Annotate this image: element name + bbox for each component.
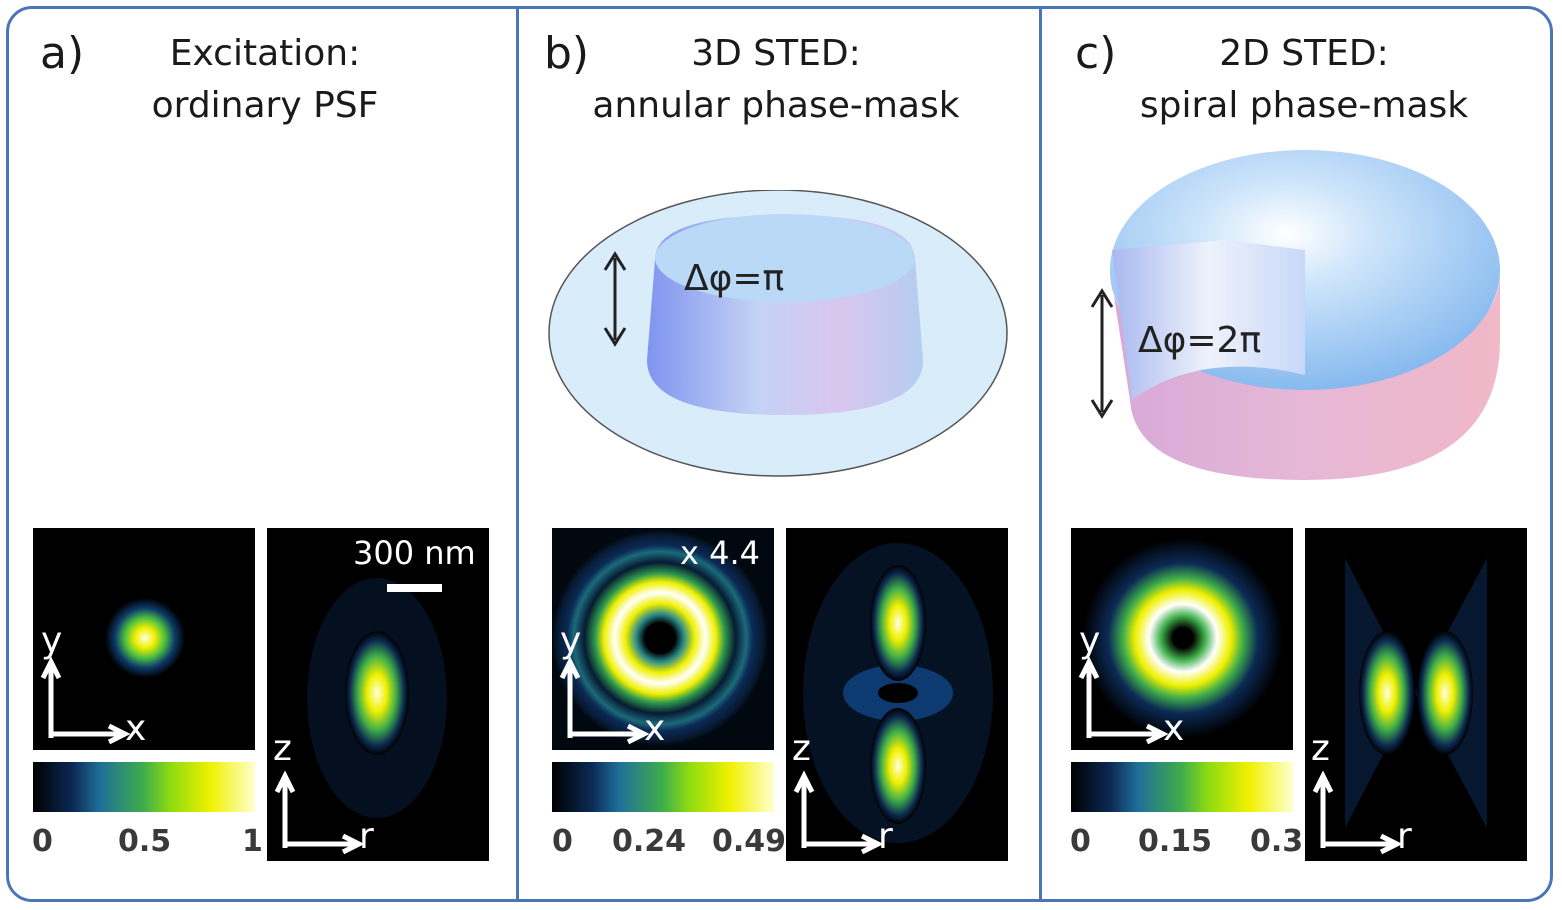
panel-b-colorbar xyxy=(552,762,774,812)
axis-z-label: z xyxy=(792,728,811,769)
annular-phase-mask xyxy=(548,190,1008,477)
axis-r-label: r xyxy=(878,816,893,857)
axis-x-label: x xyxy=(125,708,147,749)
colorbar-tick: 0 xyxy=(552,824,573,859)
panel-b-xy-image: x 4.4 y x xyxy=(552,528,774,750)
colorbar-tick: 0.3 xyxy=(1250,824,1304,859)
axis-x-label: x xyxy=(644,708,666,749)
colorbar-tick: 1 xyxy=(242,824,263,859)
spiral-phase-mask xyxy=(1090,150,1500,480)
axis-y-label: y xyxy=(1079,620,1101,661)
axis-z-label: z xyxy=(1311,728,1330,769)
panel-a-zr-image: 300 nm z r xyxy=(267,528,489,861)
figure-frame xyxy=(6,6,1553,902)
scale-bar-label: 300 nm xyxy=(353,534,476,572)
panel-b-zr-image: z r xyxy=(786,528,1008,861)
panel-b-letter: b) xyxy=(544,28,590,79)
panel-c-title: 2D STED: spiral phase-mask xyxy=(1104,28,1504,132)
panel-c-letter: c) xyxy=(1075,28,1117,79)
colorbar-tick: 0 xyxy=(1070,824,1091,859)
panel-a-xy-image: y x xyxy=(33,528,255,750)
axis-y-label: y xyxy=(41,620,63,661)
panel-a-title-line2: ordinary PSF xyxy=(151,85,379,126)
axis-z-label: z xyxy=(273,728,292,769)
panel-a-colorbar xyxy=(33,762,255,812)
panel-c-title-line1: 2D STED: xyxy=(1219,33,1389,74)
phase-delta-label: Δφ=2π xyxy=(1138,320,1262,361)
panel-a-title-line1: Excitation: xyxy=(169,33,361,74)
panel-b-title: 3D STED: annular phase-mask xyxy=(576,28,976,132)
gain-label: x 4.4 xyxy=(680,534,760,572)
axis-x-label: x xyxy=(1163,708,1185,749)
phase-delta-label: Δφ=π xyxy=(684,258,785,299)
colorbar-tick: 0 xyxy=(32,824,53,859)
axis-y-label: y xyxy=(560,620,582,661)
colorbar-tick: 0.15 xyxy=(1138,824,1213,859)
panel-divider-1 xyxy=(516,8,519,901)
scale-bar xyxy=(387,584,442,592)
panel-c-title-line2: spiral phase-mask xyxy=(1139,85,1469,126)
colorbar-tick: 0.49 xyxy=(712,824,787,859)
panel-b-title-line1: 3D STED: xyxy=(691,33,861,74)
axis-r-label: r xyxy=(359,816,374,857)
panel-a-letter: a) xyxy=(40,28,85,79)
panel-b-title-line2: annular phase-mask xyxy=(592,85,960,126)
panel-divider-2 xyxy=(1039,8,1042,901)
panel-c-zr-image: z r xyxy=(1305,528,1527,861)
colorbar-tick: 0.24 xyxy=(612,824,687,859)
panel-c-xy-image: y x xyxy=(1071,528,1293,750)
colorbar-tick: 0.5 xyxy=(118,824,172,859)
panel-a-title: Excitation: ordinary PSF xyxy=(65,28,465,132)
axis-r-label: r xyxy=(1397,816,1412,857)
panel-c-colorbar xyxy=(1071,762,1293,812)
